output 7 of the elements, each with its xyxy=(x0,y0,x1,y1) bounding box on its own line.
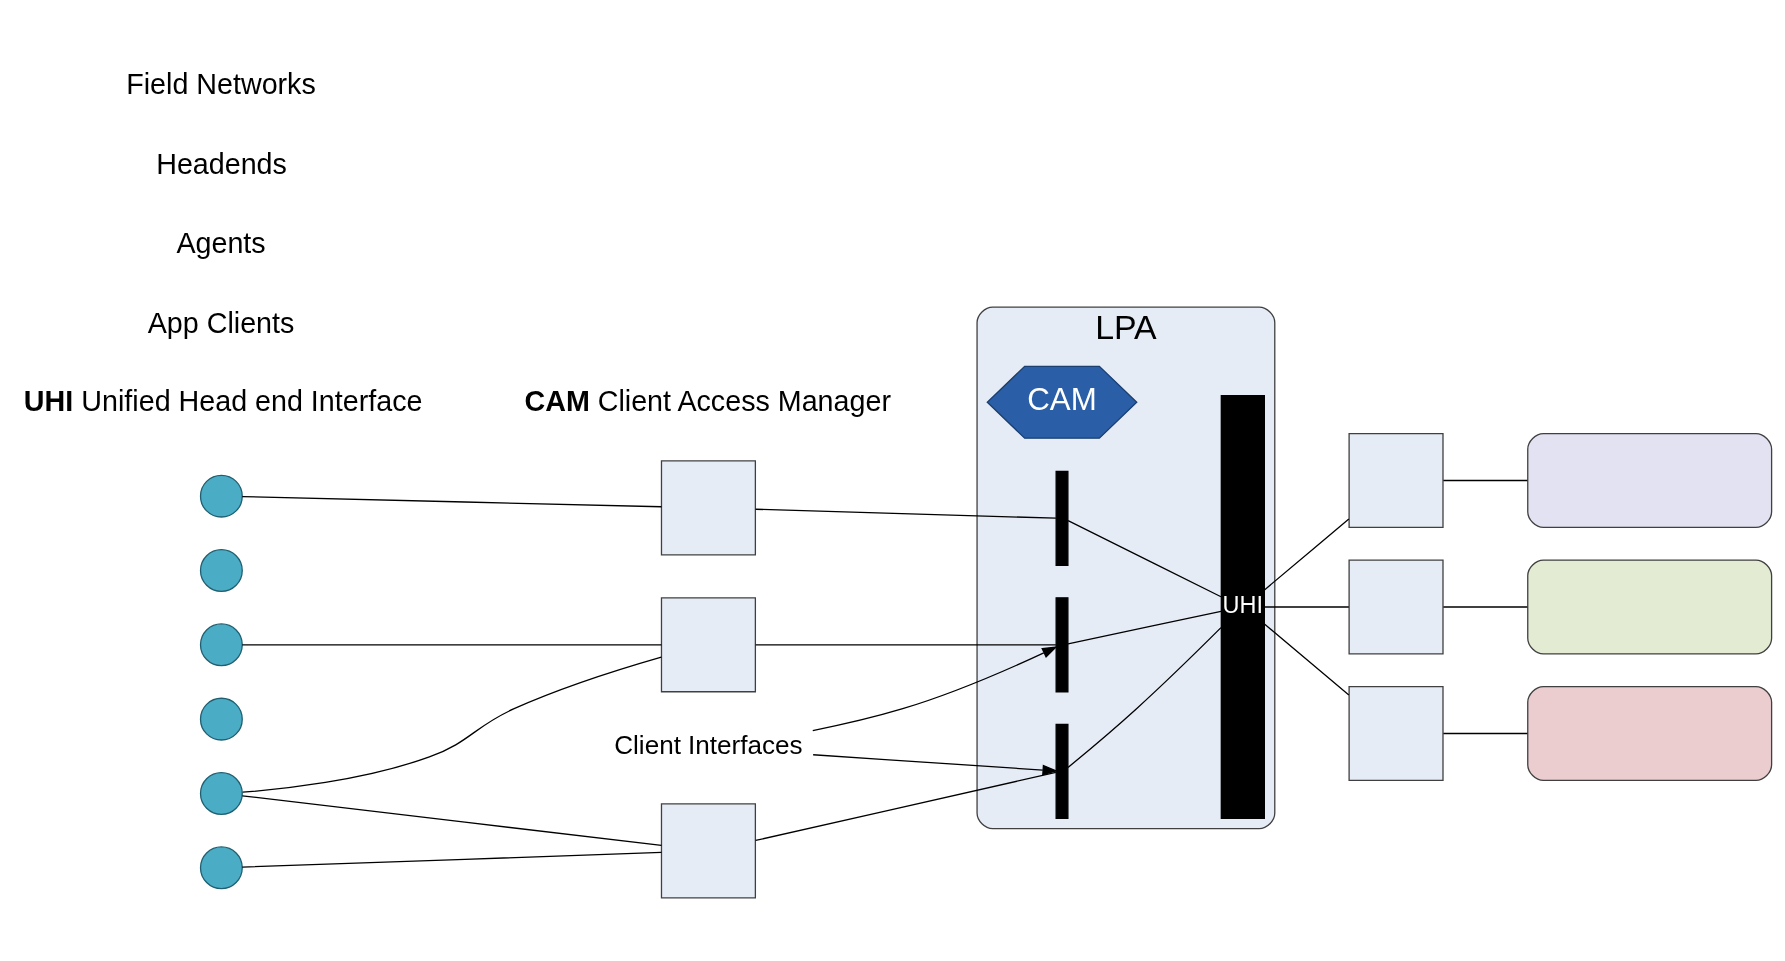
label: Headends xyxy=(156,147,287,180)
node-text: Client Interfaces xyxy=(614,730,803,761)
label: App Clients xyxy=(147,306,295,339)
label: Agents xyxy=(176,227,266,260)
label: Field Networks xyxy=(126,67,316,100)
label: UHI Unified Head end Interface xyxy=(23,384,423,417)
label: CAM Client Access Manager xyxy=(524,384,891,417)
